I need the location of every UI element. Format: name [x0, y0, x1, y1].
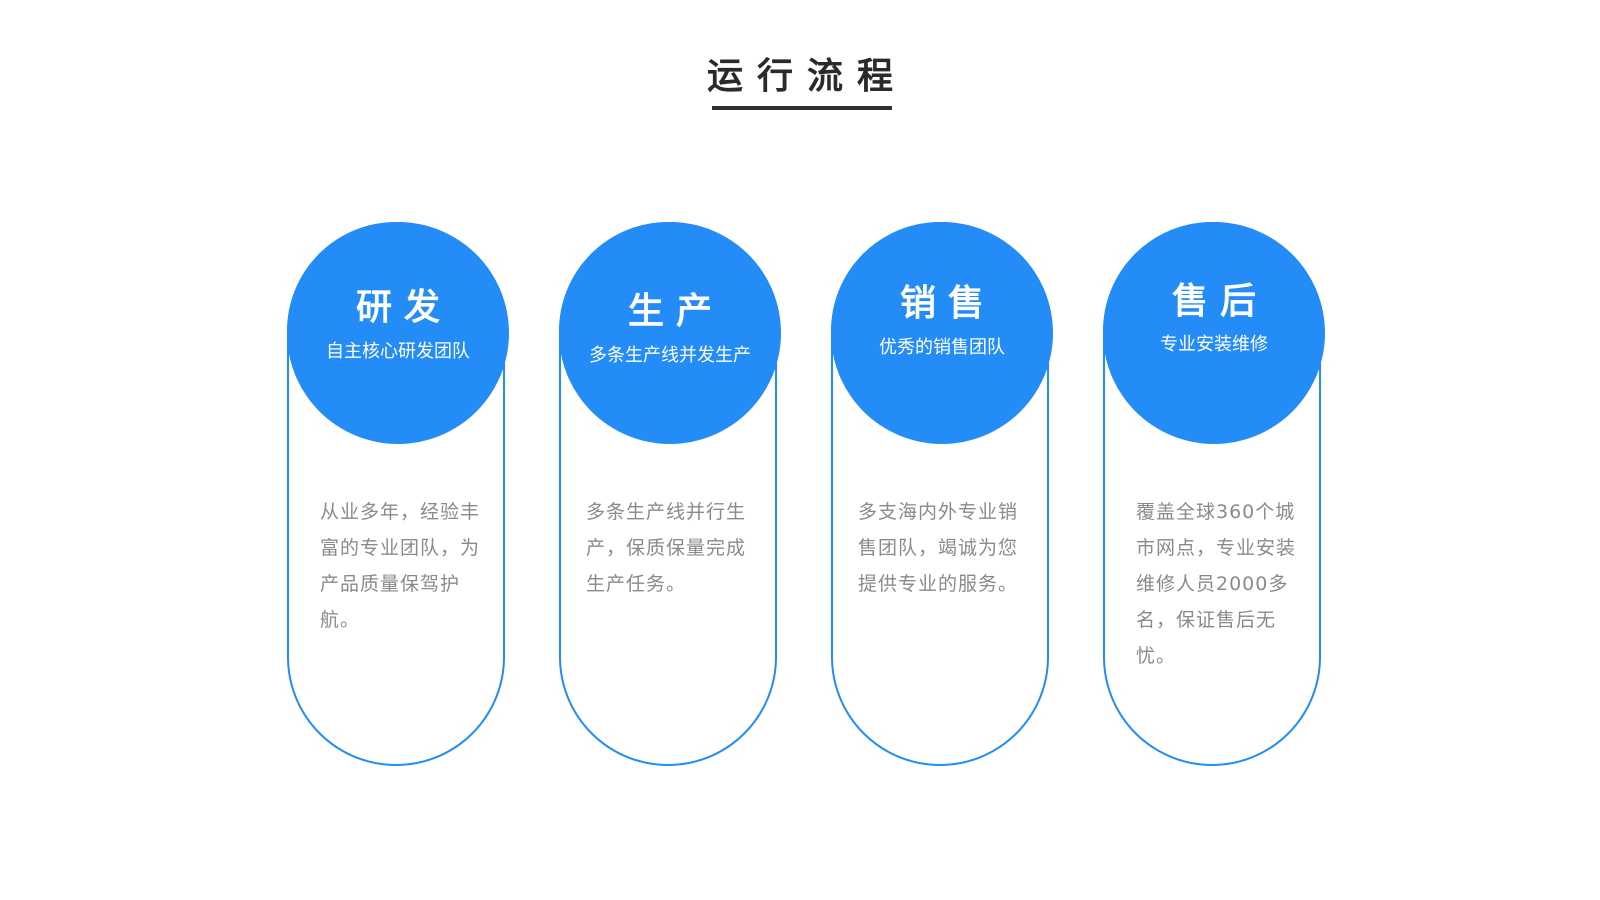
process-card-sales: 销售 优秀的销售团队 多支海内外专业销售团队，竭诚为您提供专业的服务。	[831, 222, 1053, 766]
process-card-production: 生产 多条生产线并发生产 多条生产线并行生产，保质保量完成生产任务。	[559, 222, 781, 766]
title-underline	[712, 106, 892, 110]
process-description: 多支海内外专业销售团队，竭诚为您提供专业的服务。	[858, 501, 1019, 595]
process-title: 生产	[627, 291, 724, 332]
process-subtitle: 专业安装维修	[1160, 334, 1268, 355]
process-title: 售后	[1171, 281, 1268, 322]
process-card-rnd: 研发 自主核心研发团队 从业多年，经验丰富的专业团队，为产品质量保驾护航。	[287, 222, 509, 766]
process-description: 从业多年，经验丰富的专业团队，为产品质量保驾护航。	[320, 501, 481, 631]
process-circle-after-sales: 售后 专业安装维修	[1103, 222, 1325, 444]
process-circle-sales: 销售 优秀的销售团队	[831, 222, 1053, 444]
process-card-after-sales: 售后 专业安装维修 覆盖全球360个城市网点，专业安装维修人员2000多名，保证…	[1103, 222, 1325, 766]
process-subtitle: 自主核心研发团队	[326, 341, 470, 362]
process-title: 销售	[899, 283, 996, 324]
process-description: 多条生产线并行生产，保质保量完成生产任务。	[586, 501, 747, 595]
process-subtitle: 多条生产线并发生产	[589, 345, 751, 366]
process-circle-rnd: 研发 自主核心研发团队	[287, 222, 509, 444]
process-description: 覆盖全球360个城市网点，专业安装维修人员2000多名，保证售后无忧。	[1136, 501, 1297, 667]
process-title: 研发	[355, 287, 452, 328]
process-subtitle: 优秀的销售团队	[879, 337, 1005, 358]
process-circle-production: 生产 多条生产线并发生产	[559, 222, 781, 444]
page-title: 运行流程	[706, 56, 907, 97]
